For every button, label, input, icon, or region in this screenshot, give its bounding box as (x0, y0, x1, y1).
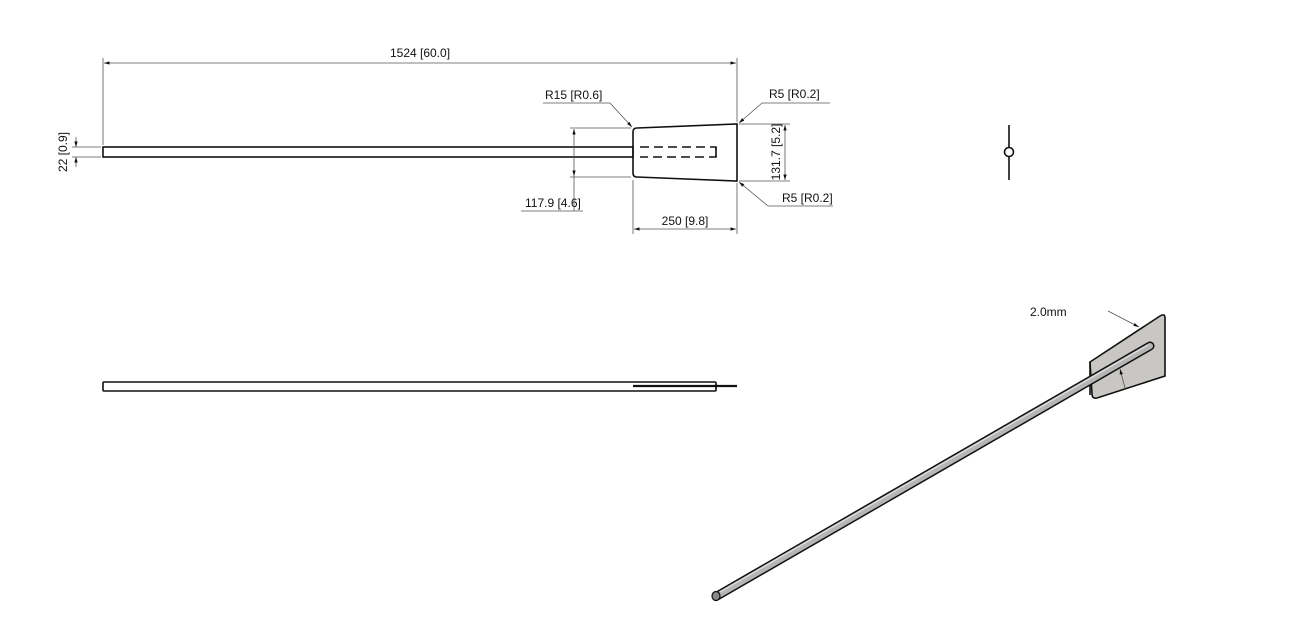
rod-3d (714, 343, 1153, 599)
dimension-label: 250 [9.8] (662, 214, 709, 228)
callout-radius-top-right: R5 [R0.2] (738, 87, 830, 124)
dimension-label: R5 [R0.2] (769, 87, 820, 101)
hidden-slot (640, 146, 717, 158)
callout-radius-left: R15 [R0.6] (543, 88, 633, 128)
dimension-label: 2.0mm (1030, 305, 1067, 319)
dimension-rod-diameter: 22 [0.9] (56, 132, 101, 172)
paddle-outline (632, 123, 738, 182)
dimension-label: 117.9 [4.6] (525, 196, 581, 210)
rod-outline (102, 146, 634, 158)
dimension-label: R5 [R0.2] (782, 191, 833, 205)
dimension-paddle-height-left: 117.9 [4.6] (521, 127, 631, 212)
dimension-paddle-height-right: 131.7 [5.2] (739, 123, 790, 182)
dimension-overall-length: 1524 [60.0] (102, 46, 738, 145)
dimension-label: 22 [0.9] (56, 132, 70, 172)
callout-thickness: 2.0mm (1030, 305, 1140, 389)
dimension-paddle-length: 250 [9.8] (632, 180, 738, 234)
end-view (1003, 125, 1015, 180)
dimension-label: R15 [R0.6] (545, 88, 602, 102)
dimension-label: 1524 [60.0] (390, 46, 450, 60)
top-view: 1524 [60.0] 22 [0.9] R15 [R0.6] R5 [R0.2… (56, 46, 833, 234)
dimension-label: 131.7 [5.2] (769, 124, 783, 181)
isometric-view: 2.0mm (711, 305, 1166, 602)
callout-radius-bottom-right: R5 [R0.2] (738, 181, 833, 207)
front-view (102, 381, 737, 392)
